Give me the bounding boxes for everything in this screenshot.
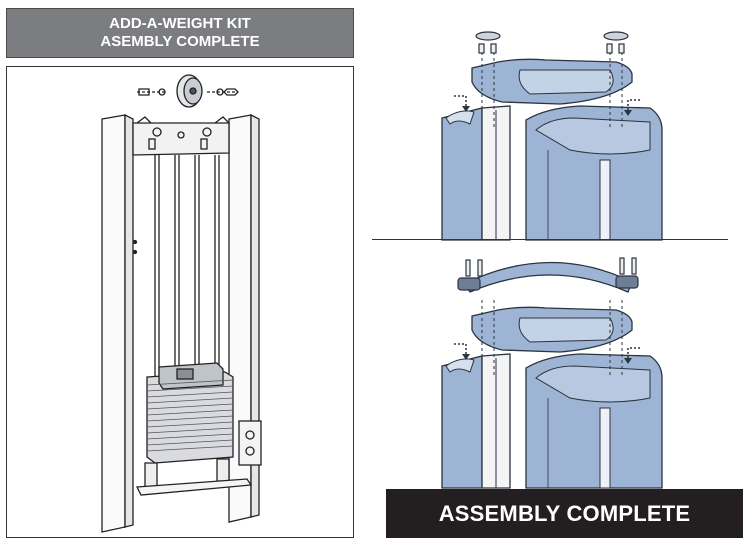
side-bracket [238, 420, 262, 466]
figure-divider [372, 239, 728, 240]
weight-stack-tower-drawing [101, 74, 262, 533]
lower-shroud-figure [441, 257, 663, 489]
weight-stack-illustration-panel [6, 66, 354, 538]
bolt-hardware-group [137, 88, 239, 96]
weight-plates-stack [135, 362, 253, 496]
upper-shroud-figure [441, 31, 663, 241]
kit-header-line1: ADD-A-WEIGHT KIT [109, 15, 251, 32]
tower-frame [101, 113, 260, 533]
kit-header: ADD-A-WEIGHT KIT ASEMBLY COMPLETE [6, 8, 354, 58]
pulley-wheel [176, 74, 203, 108]
shroud-assembly-illustrations [370, 0, 748, 543]
shroud-assembly-drawing [441, 31, 663, 489]
kit-header-line2: ASEMBLY COMPLETE [100, 33, 260, 50]
assembly-complete-banner: ASSEMBLY COMPLETE [386, 489, 743, 538]
